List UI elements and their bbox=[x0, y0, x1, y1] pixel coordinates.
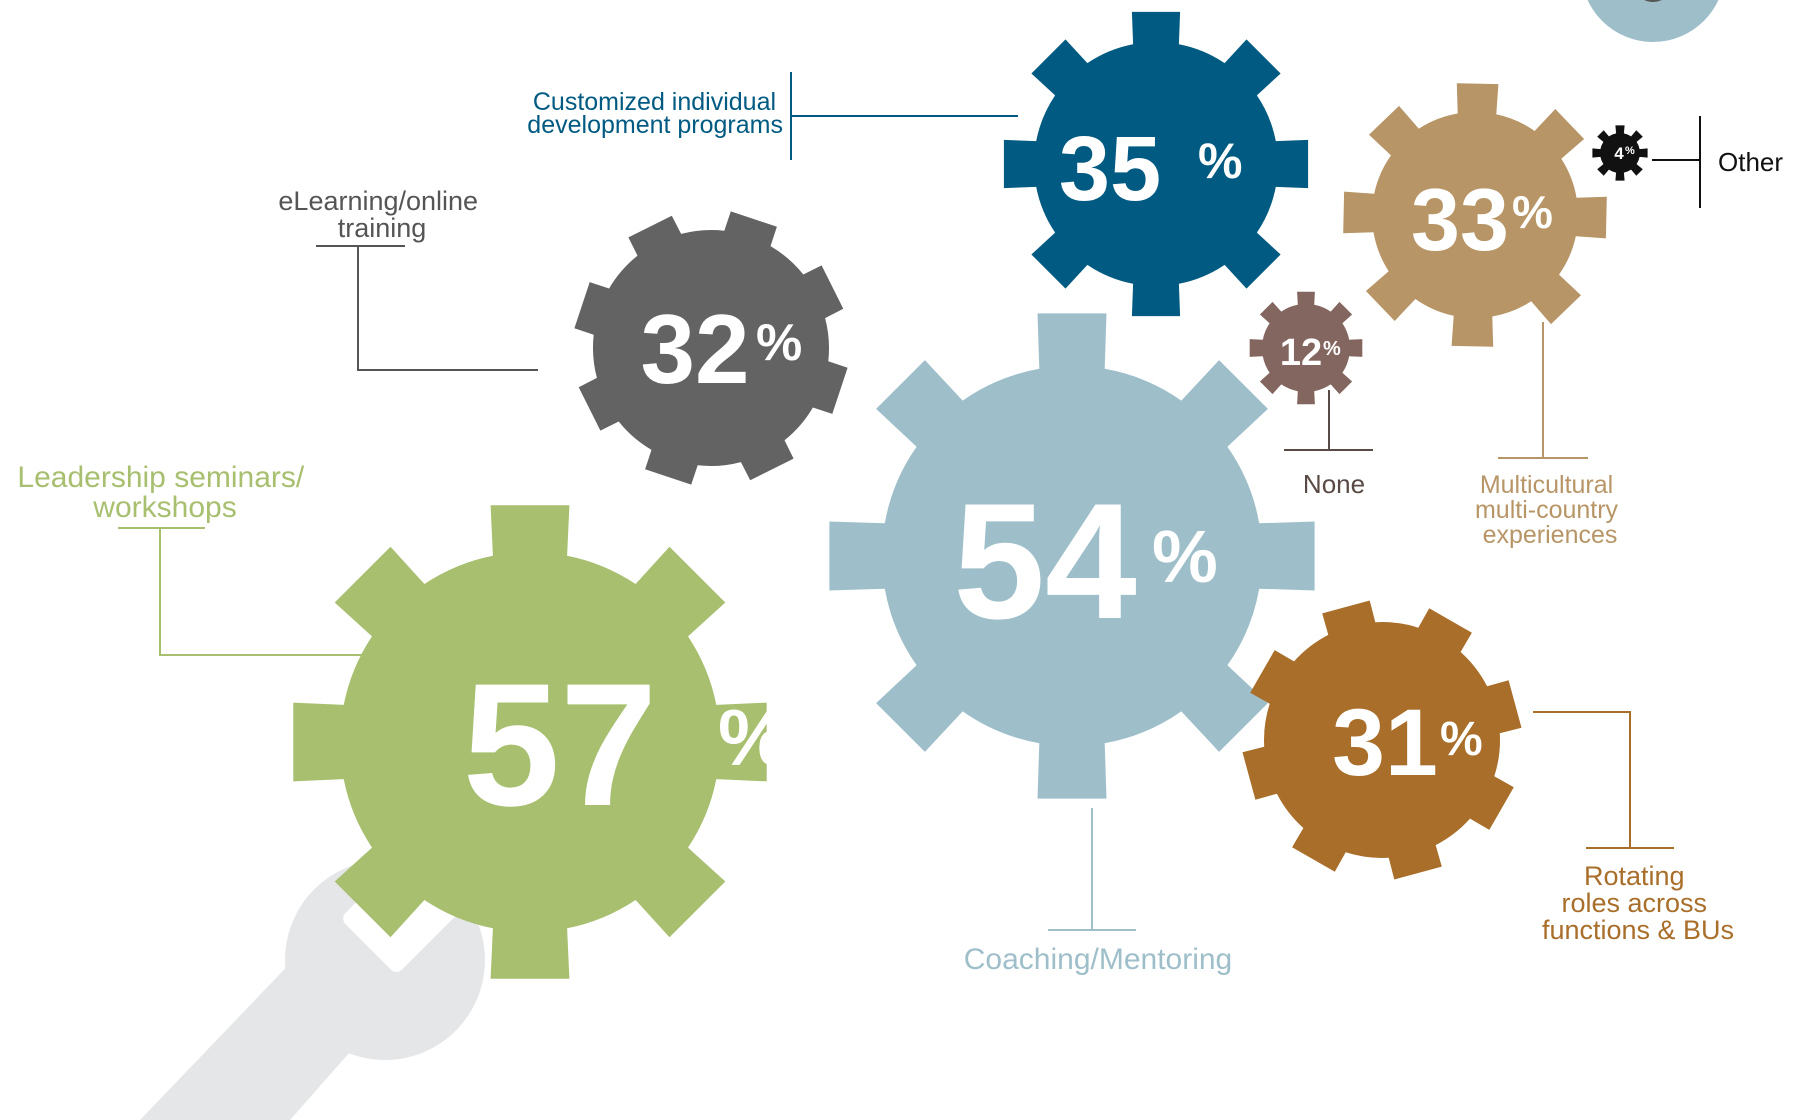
value-other: 4 % bbox=[1614, 144, 1635, 163]
value-multicultural-unit: % bbox=[1512, 186, 1553, 238]
gear-none-icon bbox=[1249, 291, 1363, 405]
label-rotating: Rotating roles across functions & BUs bbox=[1542, 861, 1734, 945]
value-rotating-unit: % bbox=[1440, 713, 1483, 766]
value-coaching-unit: % bbox=[1152, 515, 1218, 598]
value-multicultural: 33 % bbox=[1411, 170, 1553, 269]
value-elearning-unit: % bbox=[756, 314, 802, 372]
label-leadership: Leadership seminars/ workshops bbox=[17, 461, 312, 524]
value-none-number: 12 bbox=[1280, 332, 1322, 374]
value-other-unit: % bbox=[1625, 145, 1635, 157]
gear-leadership-icon bbox=[293, 505, 767, 979]
value-coaching-number: 54 bbox=[953, 469, 1137, 653]
value-elearning-number: 32 bbox=[640, 294, 749, 404]
label-elearning: eLearning/online training bbox=[278, 186, 485, 243]
partial-circle-icon bbox=[1587, 0, 1719, 42]
label-coaching: Coaching/Mentoring bbox=[964, 943, 1233, 976]
gear-rotating-icon bbox=[1242, 600, 1522, 880]
value-coaching: 54 % bbox=[953, 469, 1218, 653]
label-other: Other bbox=[1718, 147, 1783, 177]
value-customized-unit: % bbox=[1198, 133, 1242, 189]
gear-customized-icon bbox=[1003, 11, 1309, 317]
gear-other-icon bbox=[1592, 125, 1648, 181]
value-customized: 35 % bbox=[1059, 118, 1243, 220]
value-elearning: 32 % bbox=[640, 294, 802, 404]
gear-coaching-icon bbox=[829, 313, 1315, 799]
label-none: None bbox=[1303, 469, 1365, 499]
value-none-unit: % bbox=[1323, 338, 1341, 360]
value-leadership: 57 % bbox=[463, 648, 789, 843]
label-customized: Customized individual development progra… bbox=[527, 88, 783, 139]
value-leadership-number: 57 bbox=[463, 648, 658, 843]
value-rotating: 31 % bbox=[1332, 690, 1483, 796]
value-customized-number: 35 bbox=[1059, 118, 1161, 220]
gear-multicultural-icon bbox=[1343, 83, 1607, 347]
value-other-number: 4 bbox=[1614, 144, 1624, 163]
value-multicultural-number: 33 bbox=[1411, 170, 1509, 269]
gear-elearning-icon bbox=[574, 211, 848, 485]
value-leadership-unit: % bbox=[718, 693, 789, 782]
connector-lines bbox=[118, 72, 1701, 931]
label-multicultural: Multicultural multi-country experiences bbox=[1475, 471, 1625, 549]
value-none: 12 % bbox=[1280, 332, 1341, 374]
value-rotating-number: 31 bbox=[1332, 690, 1438, 796]
